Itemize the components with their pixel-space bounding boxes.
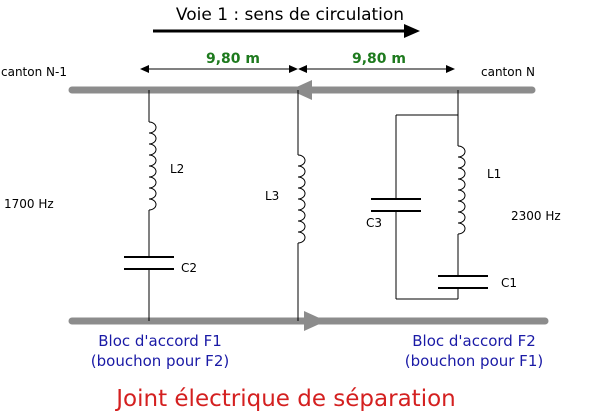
freq-left-label: 1700 Hz [4,197,54,211]
inductor-l3 [297,154,306,244]
caption: Joint électrique de séparation [114,386,456,412]
direction-arrow [153,24,420,38]
label-c2: C2 [181,261,197,275]
dimension-right [298,65,455,73]
top-rail-arrow [290,80,312,100]
label-l3: L3 [265,189,279,203]
label-c1: C1 [501,276,517,290]
bloc-f1-circuit [124,90,174,321]
diagram-title: Voie 1 : sens de circulation [176,5,404,25]
l3-circuit [297,90,306,321]
label-l2: L2 [170,162,184,176]
canton-left-label: canton N-1 [1,65,67,79]
bloc-f2-circuit [371,90,488,300]
dimension-right-label: 9,80 m [352,51,406,67]
dimension-left-label: 9,80 m [206,51,260,67]
freq-right-label: 2300 Hz [511,209,561,223]
inductor-l2 [148,121,157,211]
dimension-left [140,65,298,73]
bloc-f1-line1: Bloc d'accord F1 [98,332,222,350]
canton-right-label: canton N [481,65,535,79]
inductor-l1 [457,145,466,235]
bloc-f1-line2: (bouchon pour F2) [91,352,229,370]
label-l1: L1 [487,167,501,181]
bottom-rail-arrow [304,311,326,331]
bloc-f2-line2: (bouchon pour F1) [405,352,543,370]
bloc-f2-line1: Bloc d'accord F2 [412,332,536,350]
label-c3: C3 [366,216,382,230]
